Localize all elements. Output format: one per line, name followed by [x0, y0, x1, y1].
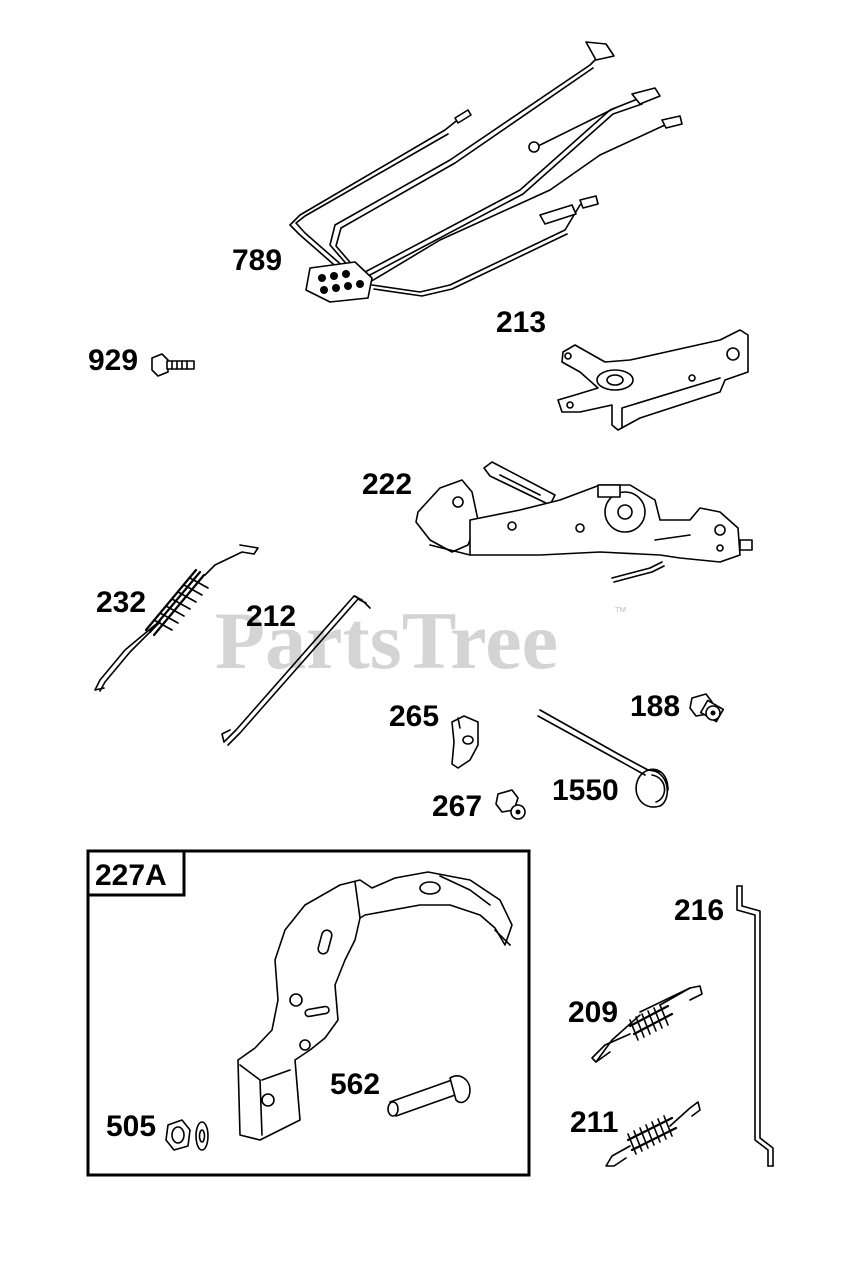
- label-216: 216: [674, 894, 724, 927]
- watermark-text: PartsTree: [215, 595, 558, 686]
- part-267-screw[interactable]: [495, 789, 526, 820]
- label-227a: 227A: [95, 859, 167, 892]
- part-1550-spring[interactable]: [537, 709, 669, 808]
- part-232-spring-link[interactable]: [94, 544, 259, 692]
- part-265-clip[interactable]: [451, 715, 479, 769]
- label-1550: 1550: [552, 774, 619, 807]
- spring-coil-209: [628, 1004, 674, 1041]
- part-213-bracket[interactable]: [557, 329, 749, 431]
- part-929-screw[interactable]: [151, 353, 195, 377]
- part-222-control-assembly[interactable]: [415, 461, 753, 583]
- label-188: 188: [630, 690, 680, 723]
- label-213: 213: [496, 306, 546, 339]
- label-232: 232: [96, 586, 146, 619]
- part-211-spring[interactable]: [605, 1101, 701, 1167]
- spring-coil-232: [144, 568, 209, 637]
- part-212-link-rod[interactable]: [221, 595, 371, 746]
- label-211: 211: [570, 1106, 618, 1139]
- label-222: 222: [362, 468, 412, 501]
- label-267: 267: [432, 790, 482, 823]
- part-505-nut-washer[interactable]: [165, 1119, 209, 1151]
- label-789: 789: [232, 244, 282, 277]
- spring-coil-211: [626, 1115, 678, 1155]
- part-789-wiring-harness[interactable]: [289, 41, 683, 303]
- label-562: 562: [330, 1068, 380, 1101]
- label-209: 209: [568, 996, 618, 1029]
- watermark-trademark: ™: [614, 604, 627, 619]
- label-265: 265: [389, 700, 439, 733]
- label-212: 212: [246, 600, 296, 633]
- part-188-screw[interactable]: [689, 693, 725, 723]
- part-562-pin[interactable]: [387, 1075, 471, 1117]
- label-929: 929: [88, 344, 138, 377]
- group-box-227a: [86, 849, 531, 1177]
- label-505: 505: [106, 1110, 156, 1143]
- part-227a-bracket[interactable]: [237, 871, 513, 1141]
- part-216-rod[interactable]: [736, 885, 774, 1167]
- part-209-spring[interactable]: [591, 985, 703, 1063]
